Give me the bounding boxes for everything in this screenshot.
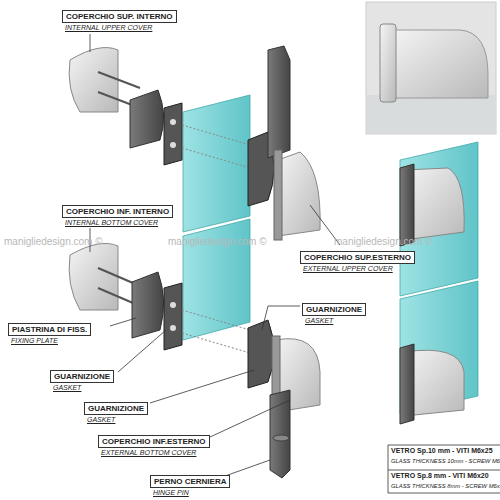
watermark: manigliedesign.com ©	[168, 236, 267, 247]
watermark: manigliedesign.com ©	[4, 236, 103, 247]
part-name-it: COPERCHIO SUP. INTERNO	[62, 10, 177, 23]
part-name-en: HINGE PIN	[150, 488, 230, 497]
part-callout: GUARNIZIONEGASKET	[50, 365, 114, 392]
part-name-en: FIXING PLATE	[8, 336, 91, 345]
part-name-it: PERNO CERNIERA	[150, 475, 230, 488]
part-callout: PIASTRINA DI FISS.FIXING PLATE	[8, 318, 91, 345]
part-name-it: COPERCHIO INF.ESTERNO	[98, 435, 210, 448]
table-cell: GLASS THICKNESS 8mm - SCREW M6x20	[391, 483, 500, 489]
part-name-it: COPERCHIO SUP.ESTERNO	[300, 251, 415, 264]
part-callout: GUARNIZIONEGASKET	[84, 397, 148, 424]
part-callout: PERNO CERNIERAHINGE PIN	[150, 470, 230, 497]
part-name-it: GUARNIZIONE	[302, 303, 366, 316]
part-callout: GUARNIZIONEGASKET	[302, 298, 366, 325]
part-name-it: GUARNIZIONE	[84, 402, 148, 415]
part-callout: COPERCHIO SUP.ESTERNOEXTERNAL UPPER COVE…	[300, 246, 415, 273]
table-cell: VETRO Sp.10 mm - VITI M6x25	[391, 447, 493, 454]
part-name-en: EXTERNAL UPPER COVER	[300, 264, 415, 273]
part-callout: COPERCHIO INF. INTERNOINTERNAL BOTTOM CO…	[62, 200, 173, 227]
part-name-en: GASKET	[84, 415, 148, 424]
part-name-en: GASKET	[302, 316, 366, 325]
table-cell: GLASS THICKNESS 10mm - SCREW M6x25	[391, 458, 500, 464]
part-name-en: INTERNAL BOTTOM COVER	[62, 218, 173, 227]
table-cell: VETRO Sp.8 mm - VITI M6x20	[391, 472, 489, 479]
part-name-en: GASKET	[50, 383, 114, 392]
part-callout: COPERCHIO INF.ESTERNOEXTERNAL BOTTOM COV…	[98, 430, 210, 457]
part-name-en: INTERNAL UPPER COVER	[62, 23, 177, 32]
part-name-en: EXTERNAL BOTTOM COVER	[98, 448, 210, 457]
part-name-it: PIASTRINA DI FISS.	[8, 323, 91, 336]
part-name-it: GUARNIZIONE	[50, 370, 114, 383]
watermark: manigliedesign.com ©	[334, 236, 433, 247]
part-callout: COPERCHIO SUP. INTERNOINTERNAL UPPER COV…	[62, 5, 177, 32]
part-name-it: COPERCHIO INF. INTERNO	[62, 205, 173, 218]
